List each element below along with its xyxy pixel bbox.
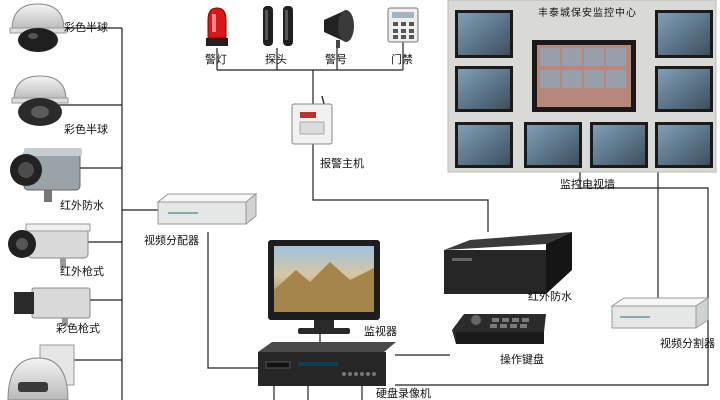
siren-icon	[324, 10, 354, 48]
monitor-label: 监视器	[364, 325, 397, 338]
tv-wall-screen	[458, 69, 510, 109]
video-splitter-right-icon	[610, 297, 710, 329]
camera-branch-lines	[52, 27, 122, 361]
alarm-host-icon	[291, 95, 333, 145]
alarm-label-detector: 探头	[265, 53, 287, 66]
tv-wall-main-screen-cell	[584, 70, 604, 88]
tv-wall-main-screen-cell	[606, 48, 626, 66]
tv-wall-main-screen-cell	[562, 70, 582, 88]
dvr-output-lines	[273, 386, 363, 400]
tv-wall-main-screen-cell	[606, 70, 626, 88]
monitor-icon	[268, 240, 380, 334]
connection-lines	[52, 27, 709, 400]
tv-wall-main-screen-cell	[584, 48, 604, 66]
tv-wall-main-screen-cell	[540, 70, 560, 88]
splitter-right-label: 视频分割器	[660, 337, 715, 350]
tv-wall-main-screen-cell	[562, 48, 582, 66]
dome-camera-1-icon	[9, 3, 67, 52]
access-control-keypad-icon	[387, 7, 419, 43]
alarm-label-warning-light: 警灯	[205, 53, 227, 66]
line-wall-to-dvr	[395, 170, 709, 386]
dvr-label: 硬盘录像机	[376, 387, 431, 400]
camera-label-ir-bullet: 红外枪式	[60, 265, 104, 278]
color-bullet-camera-icon	[14, 287, 91, 326]
alarm-host-label: 报警主机	[320, 157, 364, 170]
camera-label-ir-waterproof: 红外防水	[60, 199, 104, 212]
keyboard-label: 操作键盘	[500, 353, 544, 366]
dvr-icon	[258, 342, 396, 386]
line-splitter-to-dvr	[207, 232, 258, 369]
ir-bullet-camera-icon	[8, 223, 91, 268]
splitter-left-label: 视频分配器	[144, 234, 199, 247]
warning-light-icon	[206, 7, 228, 46]
dome-camera-2-icon	[11, 75, 69, 126]
tv-wall-banner: 丰泰城保安监控中心	[538, 8, 637, 19]
camera-label-dome-2: 彩色半球	[64, 123, 108, 136]
tv-wall-screen	[658, 125, 710, 165]
camera-label-dome-1: 彩色半球	[64, 21, 108, 34]
tv-wall-screen	[593, 125, 645, 165]
line-host-to-ir	[312, 143, 489, 232]
tv-wall-screen	[527, 125, 579, 165]
ir-device-box-icon	[444, 232, 572, 294]
tv-wall-main-screen-cell	[540, 48, 560, 66]
alarm-device-bus	[216, 40, 404, 71]
ir-device-label: 红外防水	[528, 290, 572, 303]
tv-wall-screen	[658, 13, 710, 55]
tv-wall-screen	[458, 13, 510, 55]
video-splitter-left-icon	[156, 192, 258, 226]
tv-wall-screens	[455, 10, 713, 168]
alarm-label-siren: 警号	[325, 53, 347, 66]
tv-wall-screen	[658, 69, 710, 109]
ptz-dome-camera-icon	[7, 344, 75, 400]
detector-probe-icon	[263, 6, 293, 46]
camera-label-color-bullet: 彩色枪式	[56, 322, 100, 335]
ir-waterproof-camera-icon	[10, 148, 82, 202]
alarm-label-access-control: 门禁	[391, 53, 413, 66]
tv-wall-label: 监控电视墙	[560, 178, 615, 191]
tv-wall-screen	[458, 125, 510, 165]
control-keyboard-icon	[452, 314, 546, 344]
